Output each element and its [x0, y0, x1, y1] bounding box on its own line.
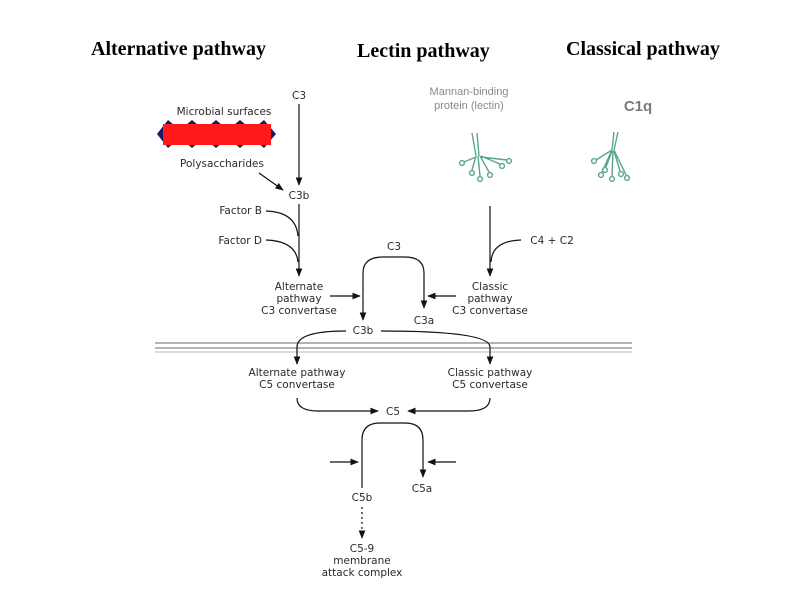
- svg-text:C5 convertase: C5 convertase: [259, 379, 335, 391]
- factor-d-label: Factor D: [218, 235, 262, 247]
- classic-pathway-c5-convertase-label: Classic pathway C5 convertase: [448, 367, 533, 391]
- c1q-label: C1q: [624, 98, 652, 115]
- c3-top-label: C3: [292, 90, 306, 102]
- classic-pathway-c3-convertase-label: Classic pathway C3 convertase: [452, 281, 528, 317]
- alternate-pathway-c3-convertase-label: Alternate pathway C3 convertase: [261, 281, 337, 317]
- c3b-mid-label: C3b: [353, 325, 374, 337]
- c3-mid-label: C3: [387, 241, 401, 253]
- microbial-surface-shape: [157, 120, 276, 148]
- c5-label: C5: [386, 406, 400, 418]
- factor-b-label: Factor B: [219, 205, 262, 217]
- svg-text:protein (lectin): protein (lectin): [434, 100, 504, 112]
- svg-text:C5-9: C5-9: [350, 543, 374, 555]
- svg-text:C3 convertase: C3 convertase: [261, 305, 337, 317]
- pathway-arrows: [258, 104, 522, 539]
- microbial-surfaces-label: Microbial surfaces: [177, 106, 272, 118]
- cell-membrane: [155, 342, 632, 353]
- mannan-binding-protein-label: Mannan-binding protein (lectin): [430, 86, 509, 112]
- svg-text:Alternate pathway: Alternate pathway: [249, 367, 346, 379]
- svg-text:Classic pathway: Classic pathway: [448, 367, 533, 379]
- alternative-pathway-title: Alternative pathway: [91, 38, 266, 60]
- lectin-pathway-title: Lectin pathway: [357, 40, 490, 62]
- polysaccharides-label: Polysaccharides: [180, 158, 264, 170]
- svg-text:Classic: Classic: [472, 281, 509, 293]
- svg-text:C3 convertase: C3 convertase: [452, 305, 528, 317]
- c5a-label: C5a: [412, 483, 432, 495]
- svg-text:pathway: pathway: [467, 293, 512, 305]
- mannan-binding-lectin-icon: [458, 132, 513, 183]
- svg-text:attack complex: attack complex: [322, 567, 403, 579]
- svg-text:pathway: pathway: [276, 293, 321, 305]
- alternate-pathway-c5-convertase-label: Alternate pathway C5 convertase: [249, 367, 346, 391]
- c5b-label: C5b: [352, 492, 373, 504]
- svg-text:Alternate: Alternate: [275, 281, 323, 293]
- membrane-attack-complex-label: C5-9 membrane attack complex: [322, 543, 403, 579]
- svg-text:membrane: membrane: [333, 555, 390, 567]
- svg-text:Mannan-binding: Mannan-binding: [430, 86, 509, 98]
- classical-pathway-title: Classical pathway: [566, 38, 720, 60]
- c4-c2-label: C4 + C2: [530, 235, 574, 247]
- c1q-molecule-icon: [590, 131, 631, 183]
- c3a-label: C3a: [414, 315, 434, 327]
- c3b-upper-label: C3b: [289, 190, 310, 202]
- svg-text:C5 convertase: C5 convertase: [452, 379, 528, 391]
